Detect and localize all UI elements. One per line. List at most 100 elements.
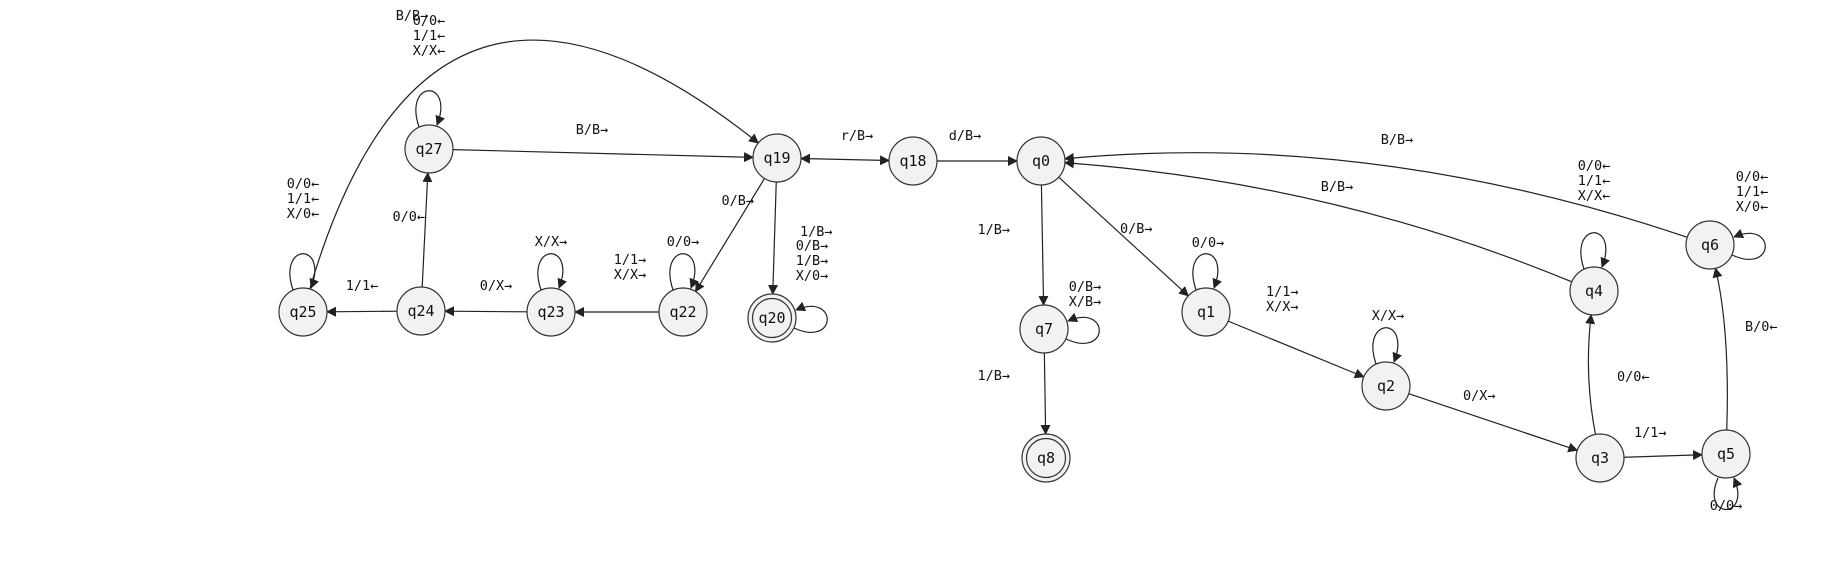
transition-label: 0/B→ [1069, 279, 1102, 295]
transition-q5-q6: B/0← [1712, 267, 1778, 431]
transition-q0-q1: 0/B→ [1058, 176, 1190, 297]
transition-arrow [1040, 352, 1051, 436]
transition-arrow [1058, 176, 1190, 297]
state-circle [1019, 304, 1069, 354]
state-label: q22 [669, 303, 696, 321]
transition-q18-q0: d/B→ [937, 128, 1018, 166]
transition-arrow [768, 181, 779, 296]
states-layer: q0q1q2q3q4q5q6q7q8q18q19q20q22q23q24q25q… [278, 124, 1751, 483]
transition-q19-q22: 0/B→ [694, 178, 766, 293]
transition-arrow [694, 178, 766, 293]
transition-arrow [1408, 393, 1579, 453]
transition-label: r/B→ [841, 128, 874, 144]
transition-label: 1/B→ [977, 368, 1010, 384]
transition-arrow [1065, 312, 1100, 344]
state-label: q0 [1032, 152, 1050, 170]
transition-q24-q27: 0/0← [392, 171, 433, 288]
transition-arrow [1713, 477, 1743, 511]
transition-arrow [1623, 450, 1704, 461]
transition-label: X/X→ [1372, 308, 1405, 324]
transition-label: 0/0→ [1192, 235, 1225, 251]
state-q3: q3 [1575, 433, 1625, 483]
transition-label: 1/1→ [614, 252, 647, 268]
transition-label: 0/0→ [1710, 498, 1743, 514]
transition-q6-q0: B/B→ [1063, 132, 1688, 238]
transition-q0-q7: 1/B→ [977, 184, 1049, 307]
transition-q5-q5: 0/0→ [1710, 477, 1743, 514]
transition-label: B/B→ [1321, 179, 1354, 195]
transition-label: X/X← [1578, 188, 1611, 204]
transition-label: 1/1← [287, 191, 320, 207]
transition-label: X/0← [1736, 199, 1769, 215]
transition-label: 0/X→ [480, 278, 513, 294]
transition-label: X/X→ [535, 234, 568, 250]
transition-arrow [1038, 184, 1049, 307]
state-q5: q5 [1701, 429, 1751, 479]
transition-label: 0/0← [1617, 369, 1650, 385]
transition-arrow [1192, 253, 1222, 291]
accepting-ring [751, 297, 793, 339]
state-q19: q19 [752, 133, 802, 183]
state-q6: q6 [1685, 220, 1735, 270]
transition-label: 1/1→ [1266, 284, 1299, 300]
transition-q7-q7: 0/B→X/B→ [1065, 279, 1102, 344]
state-circle [1569, 266, 1619, 316]
state-q20: q20 [747, 293, 797, 343]
transition-label: 1/1← [1736, 184, 1769, 200]
transition-arrow [325, 306, 398, 317]
transition-arrow [1580, 232, 1610, 270]
state-label: q18 [899, 152, 926, 170]
transition-label: X/0→ [796, 268, 829, 284]
transition-label: 0/0← [1736, 169, 1769, 185]
transition-q27-q27: 0/0←1/1←X/X← [413, 13, 445, 128]
transition-label: 0/B→ [1120, 221, 1153, 237]
state-label: q25 [289, 303, 316, 321]
transition-label: X/0← [287, 206, 320, 222]
transition-arrow [1731, 228, 1766, 260]
transition-arrow [1227, 320, 1365, 379]
transition-label: 0/0← [392, 209, 425, 225]
transition-q24-q25: 1/1← [325, 278, 398, 317]
state-circle [888, 136, 938, 186]
state-label: q8 [1037, 449, 1055, 467]
transition-q19-q18: r/B→ [799, 128, 891, 166]
state-q18: q18 [888, 136, 938, 186]
transition-label: B/0← [1745, 319, 1778, 335]
transition-arrow [421, 171, 433, 288]
transition-arrow [1372, 327, 1402, 365]
transition-label: 1/1→ [1634, 425, 1667, 441]
transition-q6-q6: 0/0←1/1←X/0← [1731, 169, 1769, 260]
transition-label: 0/B→ [796, 238, 829, 254]
transitions-layer: r/B→d/B→1/B→0/B→0/0→1/1→X/X→X/X→0/X→0/0←… [287, 8, 1778, 514]
state-circle [1181, 287, 1231, 337]
transition-arrow [1712, 267, 1728, 431]
transition-q25-q19: B/B→ [309, 8, 760, 290]
state-circle [1575, 433, 1625, 483]
state-q22: q22 [658, 287, 708, 337]
transition-label: d/B→ [949, 128, 982, 144]
state-circle [278, 287, 328, 337]
transition-label: B/B→ [396, 8, 429, 24]
state-q8: q8 [1021, 433, 1071, 483]
state-q4: q4 [1569, 266, 1619, 316]
state-circle [1361, 361, 1411, 411]
transition-label: 0/0← [287, 176, 320, 192]
state-q2: q2 [1361, 361, 1411, 411]
transition-q25-q25: 0/0←1/1←X/0← [287, 176, 320, 291]
transition-label: 0/0→ [667, 234, 700, 250]
transition-q1-q2: 1/1→X/X→ [1227, 284, 1365, 379]
transition-arrow [1063, 158, 1573, 283]
state-label: q6 [1701, 236, 1719, 254]
state-q25: q25 [278, 287, 328, 337]
transition-label: 0/X→ [1463, 388, 1496, 404]
transition-q27-q19: B/B→ [452, 122, 755, 163]
transition-arrow [452, 149, 755, 163]
transition-arrow [1585, 313, 1597, 435]
state-label: q4 [1585, 282, 1603, 300]
transition-label: 1/1← [346, 278, 379, 294]
transition-q4-q4: 0/0←1/1←X/X← [1578, 158, 1611, 270]
state-circle [526, 287, 576, 337]
state-label: q1 [1197, 303, 1215, 321]
transition-q19-q20: 1/B→ [768, 181, 833, 296]
